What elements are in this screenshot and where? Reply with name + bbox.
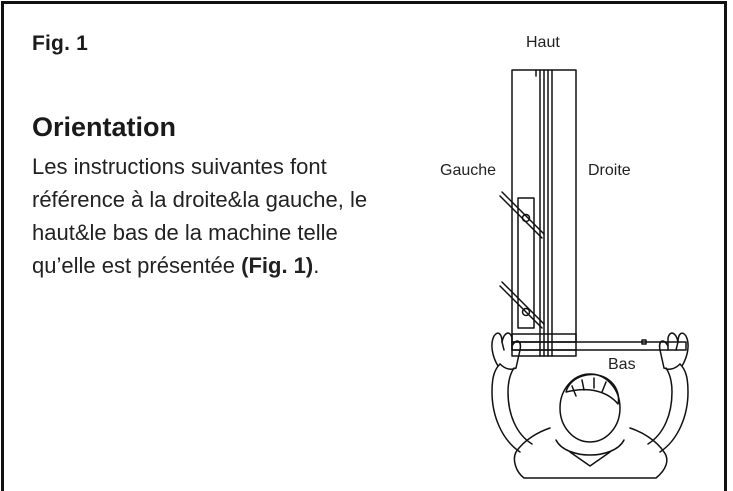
figure-reference: (Fig. 1)	[241, 253, 314, 278]
orientation-diagram: Haut Gauche Droite Bas	[420, 20, 720, 480]
body-text-end: .	[313, 253, 320, 278]
section-heading: Orientation	[32, 112, 177, 142]
label-top: Haut	[526, 34, 560, 51]
machine-operator-illustration	[491, 69, 689, 479]
label-right: Droite	[588, 162, 631, 179]
figure-label: Fig. 1	[32, 32, 89, 55]
section-body-text: Les instructions suivantes font référenc…	[32, 150, 392, 282]
label-bottom: Bas	[608, 356, 636, 373]
guide-bar	[517, 197, 535, 329]
body-text-main: Les instructions suivantes font référenc…	[32, 154, 368, 278]
label-left: Gauche	[440, 162, 497, 179]
